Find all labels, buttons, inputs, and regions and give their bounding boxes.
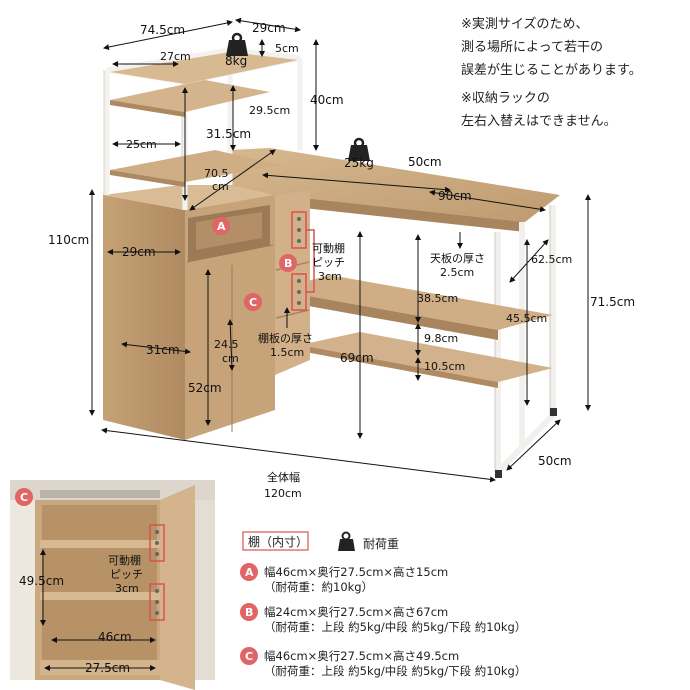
inset-pitch: 3cm xyxy=(115,582,139,595)
dim-rack-inner-height: 29.5cm xyxy=(249,104,290,117)
dim-movable-shelf-label: 可動棚 xyxy=(312,241,345,255)
inset-movable-shelf-label: 可動棚 xyxy=(108,553,141,567)
inset-width: 46cm xyxy=(98,630,132,644)
dim-rack-side: 25cm xyxy=(126,138,157,151)
dim-desk-floor-height: 69cm xyxy=(340,351,374,365)
dim-pitch: 3cm xyxy=(318,270,342,283)
dim-shelf-thickness: 1.5cm xyxy=(270,346,304,359)
dim-cabinet-inner-2: cm xyxy=(222,352,239,365)
cabinet-side xyxy=(103,195,185,440)
legend-item-a: A 幅46cm×奥行27.5cm×高さ15cm （耐荷重：約10kg） xyxy=(240,563,448,594)
dim-desk-thickness: 2.5cm xyxy=(440,266,474,279)
dim-cabinet-width: 29cm xyxy=(122,245,156,259)
dim-under-desk-depth: 45.5cm xyxy=(506,312,547,325)
dim-rack-inner-depth: 27cm xyxy=(160,50,191,63)
dim-total-depth-top: 74.5cm xyxy=(140,23,185,37)
load-top: 8kg xyxy=(225,54,247,68)
svg-text:C: C xyxy=(20,491,28,504)
dim-desk-height: 71.5cm xyxy=(590,295,635,309)
svg-text:幅46cm×奥行27.5cm×高さ49.5cm: 幅46cm×奥行27.5cm×高さ49.5cm xyxy=(264,649,459,663)
note-line-3: 誤差が生じることがあります。 xyxy=(461,62,642,78)
dim-lower-shelf-gap: 9.8cm xyxy=(424,332,458,345)
note-line-5: 左右入替えはできません。 xyxy=(461,114,617,129)
dim-cabinet-inner-1: 24.5 xyxy=(214,338,239,351)
svg-text:幅24cm×奥行27.5cm×高さ67cm: 幅24cm×奥行27.5cm×高さ67cm xyxy=(264,605,448,619)
dimension-lines xyxy=(89,17,591,483)
weight-icon-desk xyxy=(348,137,370,161)
legend-title: 棚（内寸） xyxy=(248,534,308,549)
note-line-4: ※収納ラックの xyxy=(461,91,550,106)
dim-desk-depth-2: cm xyxy=(212,180,229,193)
lower-shelf xyxy=(275,275,553,330)
note-line-2: 測る場所によって若干の xyxy=(461,39,603,55)
svg-text:（耐荷重：約10kg）: （耐荷重：約10kg） xyxy=(264,580,373,594)
weight-icon-legend xyxy=(338,531,355,551)
note-line-1: ※実測サイズのため、 xyxy=(461,16,589,32)
legend-load-label: 耐荷重 xyxy=(363,537,399,551)
svg-text:A: A xyxy=(217,220,226,233)
dim-rack-height: 40cm xyxy=(310,93,344,107)
badge-a: A xyxy=(212,217,230,235)
dim-total-height: 110cm xyxy=(48,233,89,247)
svg-text:（耐荷重：上段 約5kg/中段 約5kg/下段 約10kg）: （耐荷重：上段 約5kg/中段 約5kg/下段 約10kg） xyxy=(264,664,526,678)
badge-b: B xyxy=(279,254,297,272)
dim-desk-width: 90cm xyxy=(438,189,472,203)
dim-desk-right-bottom: 50cm xyxy=(538,454,572,468)
dim-total-width: 120cm xyxy=(264,487,302,500)
svg-text:C: C xyxy=(249,296,257,309)
dim-bottom-gap: 10.5cm xyxy=(424,360,465,373)
desk-frame xyxy=(495,205,556,475)
dim-pitch-label: ピッチ xyxy=(312,256,345,269)
dim-desk-depth-1: 70.5 xyxy=(204,167,229,180)
svg-text:幅46cm×奥行27.5cm×高さ15cm: 幅46cm×奥行27.5cm×高さ15cm xyxy=(264,565,448,579)
svg-text:B: B xyxy=(245,606,253,619)
badge-c: C xyxy=(244,293,262,311)
load-desk: 25kg xyxy=(344,156,374,170)
svg-text:B: B xyxy=(284,257,292,270)
lower-crossbar xyxy=(300,332,553,382)
svg-text:（耐荷重：上段 約5kg/中段 約5kg/下段 約10kg）: （耐荷重：上段 約5kg/中段 約5kg/下段 約10kg） xyxy=(264,620,526,634)
dim-desk-width-depth: 50cm xyxy=(408,155,442,169)
legend-item-c: C 幅46cm×奥行27.5cm×高さ49.5cm （耐荷重：上段 約5kg/中… xyxy=(240,647,526,678)
dim-desk-right-depth: 62.5cm xyxy=(531,253,572,266)
inset-pitch-label: ピッチ xyxy=(110,568,143,581)
dim-total-width-label: 全体幅 xyxy=(267,470,300,484)
dim-rack-shelf-height: 31.5cm xyxy=(206,127,251,141)
legend-title-box xyxy=(242,531,309,551)
weight-icon-top xyxy=(226,32,248,56)
rack-top-shelf xyxy=(110,52,298,84)
dim-desk-thickness-label: 天板の厚さ xyxy=(430,251,485,265)
dim-under-desk-clearance: 38.5cm xyxy=(417,292,458,305)
dim-rack-width-top: 29cm xyxy=(252,21,286,35)
dim-top-gap: 5cm xyxy=(275,42,299,55)
inset-height: 49.5cm xyxy=(19,574,64,588)
legend: 棚（内寸） 耐荷重 A 幅46cm×奥行27.5cm×高さ15cm （耐荷重：約… xyxy=(240,531,526,678)
inset-depth: 27.5cm xyxy=(85,661,130,675)
pitch-brackets xyxy=(291,211,315,311)
dim-shelf-thickness-label: 棚板の厚さ xyxy=(258,331,313,345)
legend-item-b: B 幅24cm×奥行27.5cm×高さ67cm （耐荷重：上段 約5kg/中段 … xyxy=(240,603,526,634)
inset-photo xyxy=(10,480,215,690)
dim-cabinet-depth: 31cm xyxy=(146,343,180,357)
svg-text:C: C xyxy=(245,650,253,663)
svg-text:A: A xyxy=(245,566,254,579)
inset-badge: C xyxy=(15,488,33,506)
dim-cabinet-height: 52cm xyxy=(188,381,222,395)
